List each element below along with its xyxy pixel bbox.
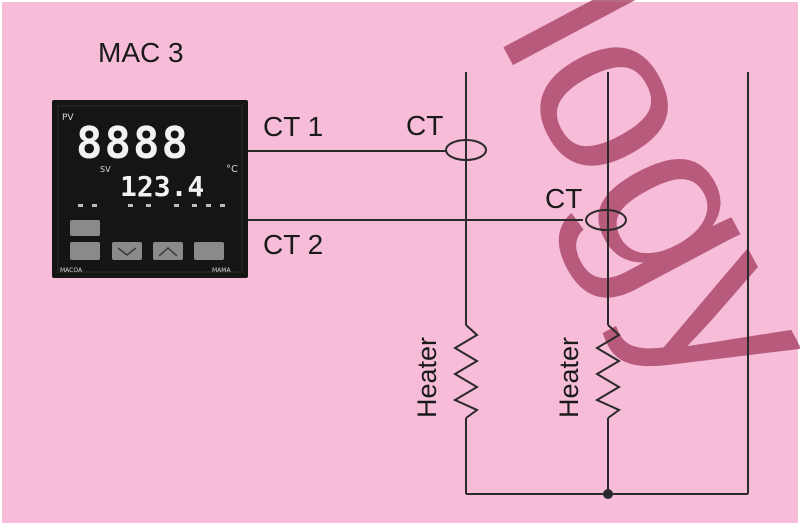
controller-bezel — [57, 105, 243, 273]
ct-b-label: CT — [545, 183, 582, 214]
up-button[interactable] — [153, 242, 183, 260]
unit-label: °C — [226, 164, 238, 175]
ct-2-coil — [585, 209, 627, 231]
controller-brand-left: MACOA — [60, 267, 83, 274]
junction-dot — [603, 489, 613, 499]
ct2-label: CT 2 — [263, 229, 323, 260]
heater-2-resistor — [594, 324, 621, 419]
controller-brand-right: MAMA — [212, 267, 231, 274]
ct1-label: CT 1 — [263, 111, 323, 142]
chevron-down-icon — [117, 247, 137, 256]
chevron-up-icon — [158, 246, 178, 257]
controller-body — [52, 100, 248, 278]
controller-title: MAC 3 — [98, 37, 184, 68]
shift-button[interactable] — [70, 242, 100, 260]
temperature-controller: PV 8888 SV 123.4 °C MACOA MAMA — [52, 100, 248, 278]
ct-1-coil — [445, 139, 487, 161]
ct-a-label: CT — [406, 110, 443, 141]
indicator-lamps — [78, 204, 225, 207]
heater-2-label: Heater — [554, 337, 584, 418]
set-button[interactable] — [70, 220, 100, 236]
heater-1-label: Heater — [412, 337, 442, 418]
sv-label: SV — [100, 165, 111, 174]
heater-1-resistor — [452, 324, 479, 419]
wiring — [248, 72, 749, 495]
mode-button[interactable] — [194, 242, 224, 260]
pv-label: PV — [62, 113, 74, 123]
sv-display: 123.4 — [120, 170, 204, 203]
down-button[interactable] — [112, 242, 142, 260]
pv-display: 8888 — [76, 118, 190, 169]
